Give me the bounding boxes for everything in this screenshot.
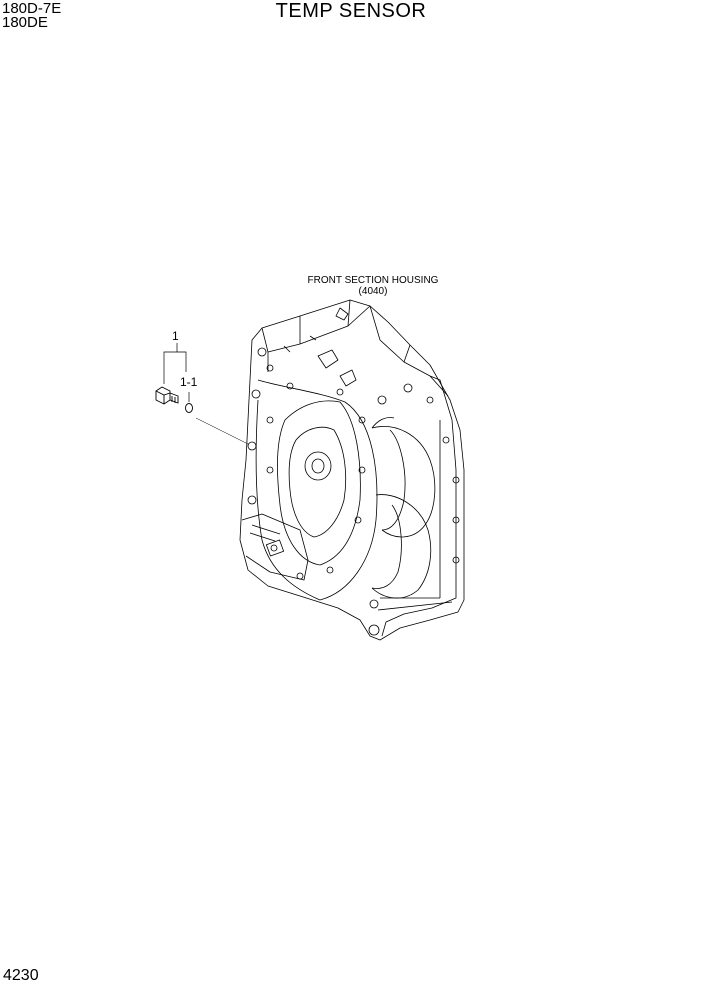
model-code-secondary: 180DE xyxy=(2,14,48,31)
callout-1-1: 1-1 xyxy=(180,375,198,389)
o-ring-part xyxy=(185,403,193,413)
leader-1 xyxy=(163,343,178,384)
model-code-primary: 180D-7E xyxy=(2,0,62,17)
assembly-ref: (4040) xyxy=(358,286,388,297)
leader-1-branch xyxy=(177,351,187,372)
assembly-label: FRONT SECTION HOUSING xyxy=(307,275,439,286)
callout-1: 1 xyxy=(172,329,179,343)
page-number: 4230 xyxy=(3,967,39,984)
page-title: TEMP SENSOR xyxy=(275,0,427,22)
install-line xyxy=(195,417,249,445)
temp-sensor-part xyxy=(155,386,179,405)
front-section-housing xyxy=(239,299,465,641)
callout-leaders xyxy=(163,343,249,445)
